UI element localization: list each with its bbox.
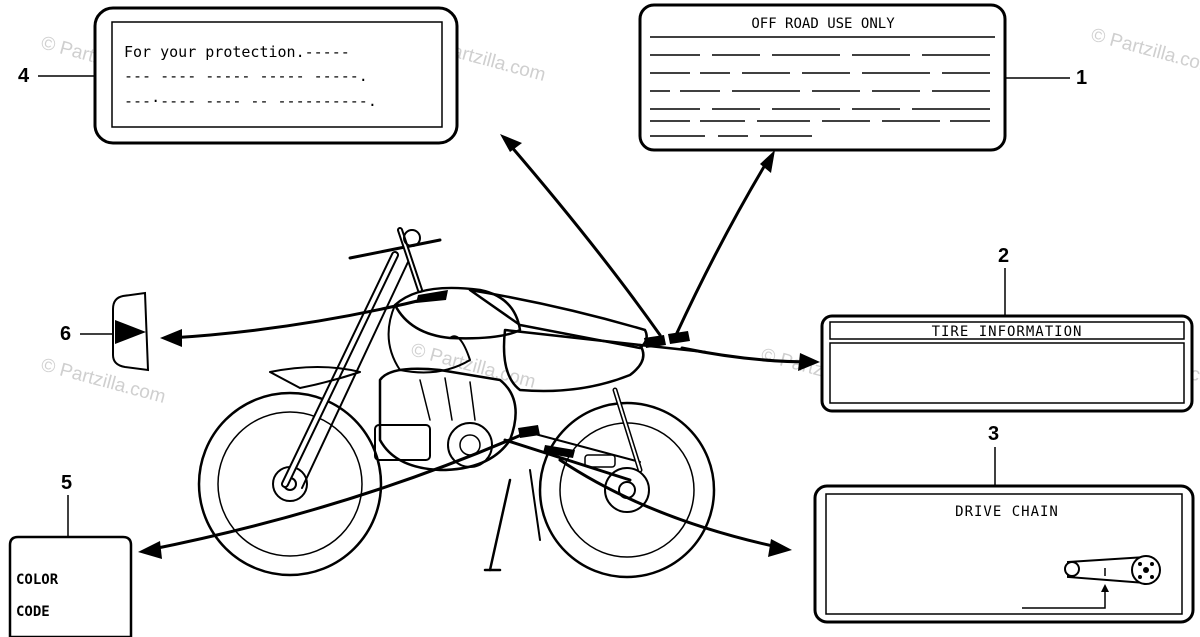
drive-chain-text: DRIVE CHAIN <box>955 504 1059 520</box>
watermark: © Partzilla.com <box>1089 25 1200 78</box>
color-code-label: COLOR CODE <box>8 535 133 637</box>
arrow-to-tire-info-label <box>680 346 814 364</box>
protection-label: For your protection.----- --- ---- -----… <box>93 6 459 145</box>
callout-2: 2 <box>998 245 1009 267</box>
off-road-text: OFF ROAD USE ONLY <box>751 16 895 32</box>
tire-info-text: TIRE INFORMATION <box>932 324 1083 340</box>
triangle-icon <box>115 320 146 344</box>
arrow-to-color-code-label <box>146 430 530 552</box>
protection-text: For your protection.----- <box>124 43 350 61</box>
pointer-arrows <box>138 134 820 559</box>
callout-4: 4 <box>18 65 30 87</box>
protection-text-line3: ---·---- ---- -- ----------. <box>124 92 377 110</box>
arrow-to-triangle-label <box>168 296 432 340</box>
chain-icon <box>1022 555 1161 609</box>
arrow-to-drive-chain-label <box>558 458 784 550</box>
off-road-label: OFF ROAD USE ONLY <box>638 3 1007 152</box>
motorcycle-drawing <box>197 227 716 579</box>
protection-text-line2: --- ---- ----- ----- -----. <box>124 67 368 85</box>
drive-chain-label: DRIVE CHAIN <box>813 484 1195 624</box>
arrow-to-off-road-label <box>674 158 770 337</box>
code-text: CODE <box>16 604 50 620</box>
arrow-to-protection-label <box>508 143 662 337</box>
color-text: COLOR <box>16 572 59 588</box>
callout-5: 5 <box>61 472 72 494</box>
callout-6: 6 <box>60 323 71 345</box>
callout-1: 1 <box>1076 67 1087 89</box>
watermark: © Partzilla.com <box>409 340 538 393</box>
tire-info-label: TIRE INFORMATION <box>820 314 1194 413</box>
decal-markers <box>416 290 690 458</box>
triangle-mark-label <box>112 291 150 372</box>
callout-3: 3 <box>988 423 999 445</box>
